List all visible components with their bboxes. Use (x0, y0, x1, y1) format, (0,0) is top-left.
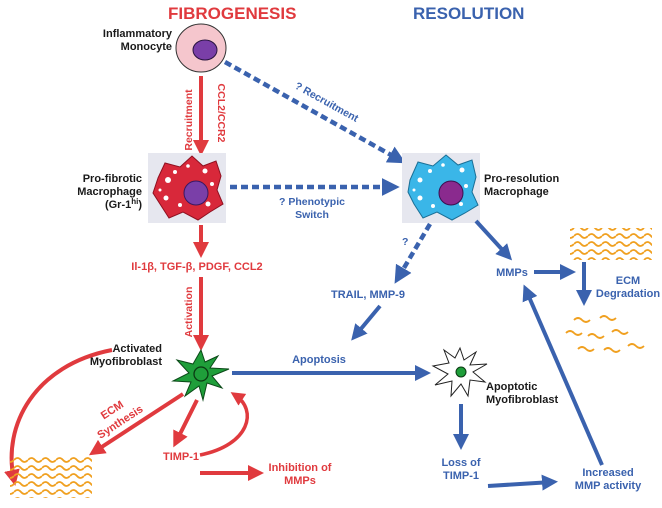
q-mark-label: ? (402, 236, 408, 248)
timp1-label: TIMP-1 (163, 451, 199, 463)
activation-label: Activation (183, 287, 195, 338)
trail-dashed-arrow (394, 222, 432, 284)
mmps-label: MMPs (496, 267, 528, 279)
loss-timp-label-2: TIMP-1 (443, 470, 479, 482)
timp1-arrow (173, 399, 199, 448)
activated-myofibroblast-nucleus (193, 366, 209, 382)
q-recruitment-arrow (223, 60, 406, 164)
pro-resolution-label-1: Pro-resolution (484, 173, 559, 185)
inflammatory-monocyte-icon (175, 23, 227, 73)
pro-resolution-macrophage-icon (402, 153, 480, 223)
recruitment-label: Recruitment (183, 89, 195, 151)
pro-fibrotic-label-3: (Gr-1hi) (105, 197, 142, 211)
inhibition-label-1: Inhibition of (269, 462, 332, 474)
apoptotic-label-2: Myofibroblast (486, 394, 558, 406)
increased-mmp-label-1: Increased (582, 467, 633, 479)
activated-label-2: Myofibroblast (90, 356, 162, 368)
ecm-synthesis-arrow (88, 392, 185, 456)
mmps-arrow (474, 219, 513, 261)
loss-timp-label-1: Loss of (441, 457, 480, 469)
monocyte-label-2: Monocyte (121, 41, 172, 53)
to-increased-mmp-arrow (487, 474, 558, 491)
increased-mmp-label-2: MMP activity (575, 480, 642, 492)
monocyte-label-1: Inflammatory (103, 28, 173, 40)
activated-label-1: Activated (112, 343, 162, 355)
heading-fibrogenesis: FIBROGENESIS (168, 4, 296, 23)
apoptosis-label: Apoptosis (292, 354, 346, 366)
ecm-fibers-synthesized (10, 456, 92, 498)
trail-mmp9-label: TRAIL, MMP-9 (331, 289, 405, 301)
pro-fibrotic-label-2: Macrophage (77, 186, 142, 198)
increased-to-mmps-arrow (522, 284, 604, 466)
ecm-fragments (565, 315, 645, 353)
ccl2-ccr2-label: CCL2/CCR2 (215, 84, 227, 143)
inhibition-label-2: MMPs (284, 475, 316, 487)
ecm-degradation-label-2: Degradation (596, 288, 660, 300)
phenotypic-switch-label-1: ? Phenotypic (279, 196, 345, 208)
heading-resolution: RESOLUTION (413, 4, 524, 23)
apoptotic-nucleus (455, 366, 467, 378)
apoptotic-label-1: Apoptotic (486, 381, 537, 393)
ecm-degradation-label-1: ECM (616, 275, 640, 287)
ecm-fibers-intact (570, 228, 652, 260)
pro-resolution-label-2: Macrophage (484, 186, 549, 198)
pro-fibrotic-label-1: Pro-fibrotic (83, 173, 142, 185)
pro-fibrotic-macrophage-icon (148, 153, 226, 223)
cytokines-label: Il-1β, TGF-β, PDGF, CCL2 (131, 261, 262, 273)
timp1-feedback-arrow (199, 392, 250, 457)
phenotypic-switch-label-2: Switch (295, 209, 329, 221)
trail-to-apoptosis-arrow (351, 304, 382, 341)
